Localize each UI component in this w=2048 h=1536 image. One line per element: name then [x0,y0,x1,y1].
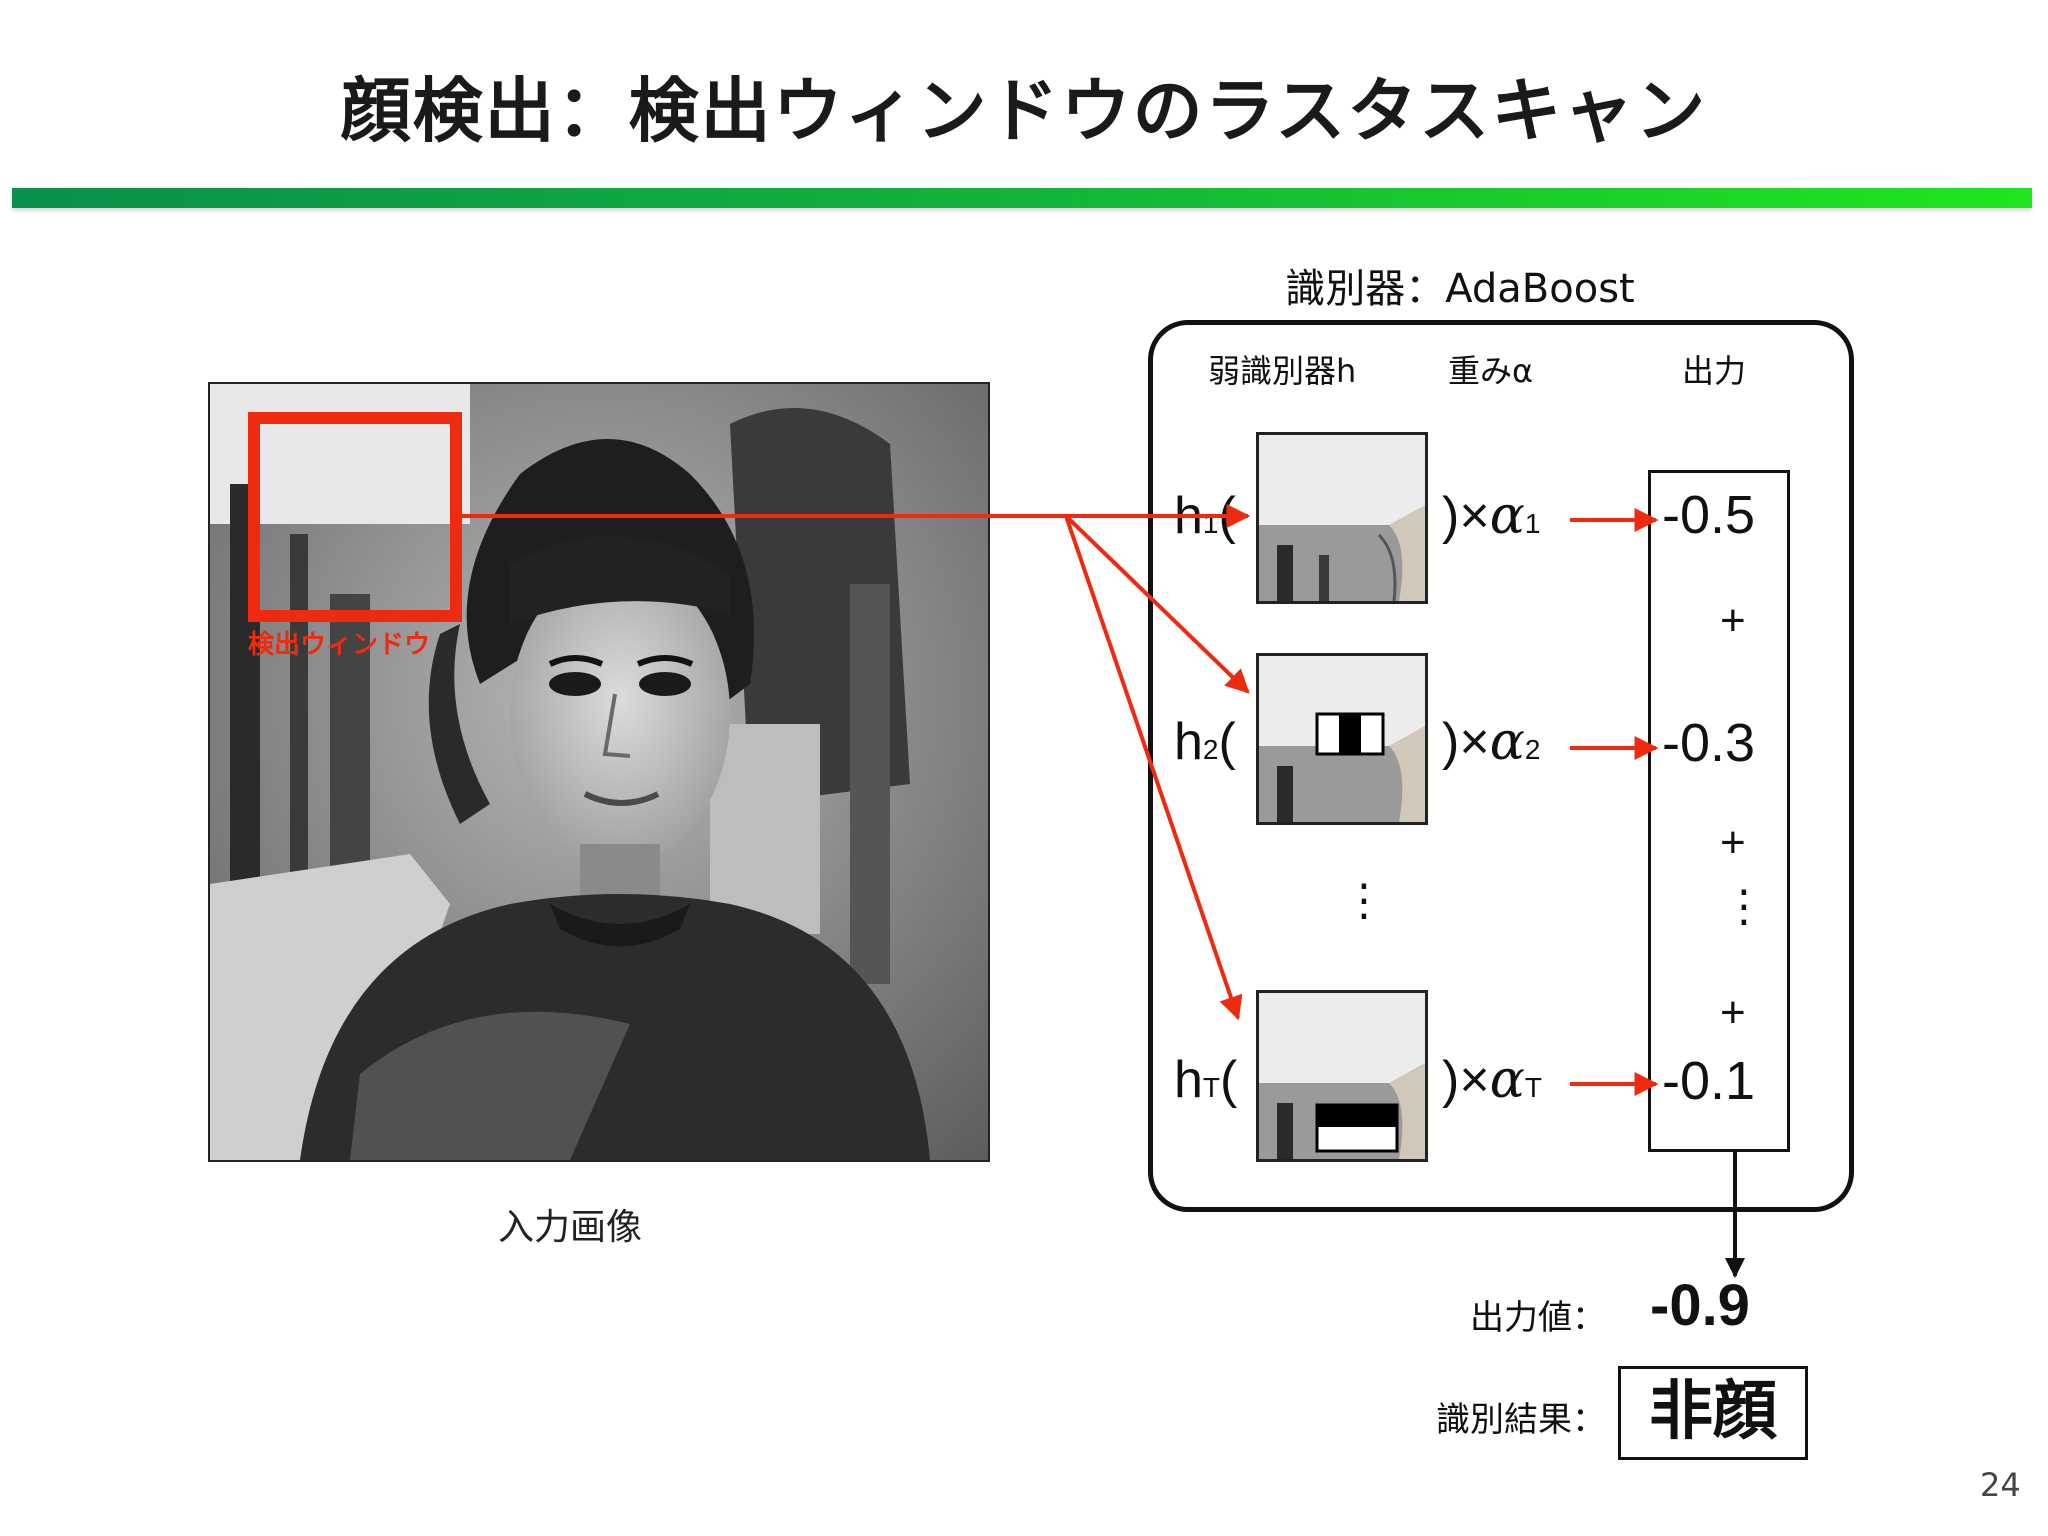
window-crop-image-haar-vertical [1259,656,1425,822]
output-value-T: -0.1 [1662,1051,1756,1111]
plus-sign-3: + [1720,988,1746,1037]
title-underline-bar [12,188,2032,208]
weak-classifier-label-2: h2( [1174,713,1236,771]
classification-result-value: 非顔 [1618,1366,1808,1460]
column-header-weight: 重みα [1448,352,1534,390]
classifier-title: 識別器：AdaBoost [1285,266,1635,312]
detection-window [248,412,462,622]
window-crop-image [1259,435,1425,601]
weight-label-T: )×αT [1442,1050,1542,1110]
window-thumbnail-1 [1256,432,1428,604]
arrow-to-classifier-T [1064,515,1243,1021]
output-value-label: 出力値： [1470,1298,1606,1338]
output-ellipsis: ⋮ [1722,881,1766,932]
slide-title: 顔検出：検出ウィンドウのラスタスキャン [340,70,1708,152]
classification-result-label: 識別結果： [1436,1400,1606,1440]
page-number: 24 [1980,1466,2021,1504]
column-header-output: 出力 [1682,352,1747,390]
column-header-weak-classifier: 弱識別器h [1208,352,1357,390]
input-image-caption: 入力画像 [497,1207,642,1248]
output-value-total: -0.9 [1650,1273,1750,1338]
window-thumbnail-3 [1256,990,1428,1162]
plus-sign-1: + [1720,596,1746,645]
output-column-box [1648,470,1790,1152]
weight-label-2: )×α2 [1442,712,1541,772]
window-thumbnail-2 [1256,653,1428,825]
classifier-ellipsis: ⋮ [1342,875,1386,926]
detection-window-label: 検出ウィンドウ [248,630,431,660]
output-value-1: -0.5 [1662,485,1756,545]
arrow-to-classifier-2 [1064,514,1250,694]
output-value-2: -0.3 [1662,713,1756,773]
window-crop-image-haar-horizontal [1259,993,1425,1159]
plus-sign-2: + [1720,818,1746,867]
weak-classifier-label-T: hT( [1174,1051,1238,1109]
weight-label-1: )×α1 [1442,486,1541,546]
